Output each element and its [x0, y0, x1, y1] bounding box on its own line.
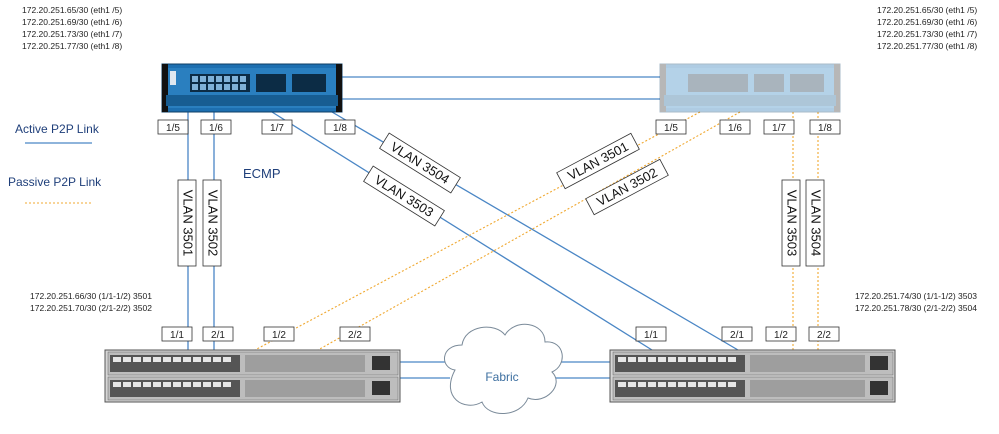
legend-passive-label: Passive P2P Link [8, 175, 102, 189]
port-label: 1/6 [728, 123, 742, 134]
switch-right-ip-list: 172.20.251.74/30 (1/1-1/2) 3503 172.20.2… [855, 291, 977, 313]
port-label: 1/8 [818, 123, 832, 134]
svg-text:VLAN 3501: VLAN 3501 [181, 190, 196, 257]
svg-text:VLAN 3503: VLAN 3503 [372, 172, 436, 220]
ip-line: 172.20.251.65/30 (eth1 /5) [877, 5, 977, 15]
fabric-label: Fabric [485, 370, 518, 384]
port-label: 1/8 [333, 123, 347, 134]
firewall-left-ip-list: 172.20.251.65/30 (eth1 /5) 172.20.251.69… [22, 5, 122, 51]
port-label: 1/5 [166, 123, 180, 134]
port-label: 1/2 [272, 330, 286, 341]
svg-text:VLAN 3501: VLAN 3501 [565, 139, 631, 183]
ip-line: 172.20.251.70/30 (2/1-2/2) 3502 [30, 303, 152, 313]
svg-text:VLAN 3504: VLAN 3504 [809, 190, 824, 257]
port-label: 1/5 [664, 123, 678, 134]
switch-right-ports: 1/1 2/1 1/2 2/2 [635, 326, 840, 342]
port-label: 1/7 [772, 123, 786, 134]
ip-line: 172.20.251.73/30 (eth1 /7) [22, 29, 122, 39]
switch-right [609, 349, 896, 403]
switch-left-ports: 1/1 2/1 1/2 2/2 [161, 326, 371, 342]
link-1-7 [271, 111, 653, 351]
port-label: 1/1 [644, 330, 658, 341]
ip-line: 172.20.251.69/30 (eth1 /6) [877, 17, 977, 27]
ip-line: 172.20.251.77/30 (eth1 /8) [877, 41, 977, 51]
svg-text:VLAN 3502: VLAN 3502 [206, 190, 221, 257]
port-label: 2/2 [348, 330, 362, 341]
port-label: 2/1 [211, 330, 225, 341]
port-label: 1/2 [774, 330, 788, 341]
svg-text:VLAN 3502: VLAN 3502 [594, 165, 660, 209]
ip-line: 172.20.251.69/30 (eth1 /6) [22, 17, 122, 27]
switch-left-ip-list: 172.20.251.66/30 (1/1-1/2) 3501 172.20.2… [30, 291, 152, 313]
firewall-right-ip-list: 172.20.251.65/30 (eth1 /5) 172.20.251.69… [877, 5, 977, 51]
fabric-cloud-icon: Fabric [444, 323, 563, 415]
ip-line: 172.20.251.65/30 (eth1 /5) [22, 5, 122, 15]
passive-links [254, 111, 819, 351]
port-label: 1/1 [170, 330, 184, 341]
port-label: 2/1 [730, 330, 744, 341]
ip-line: 172.20.251.77/30 (eth1 /8) [22, 41, 122, 51]
firewall-right-ports: 1/5 1/6 1/7 1/8 [655, 119, 841, 135]
svg-text:VLAN 3503: VLAN 3503 [785, 190, 800, 257]
legend: Active P2P Link Passive P2P Link [8, 122, 102, 204]
vlan-3501-left: VLAN 3501 [177, 179, 197, 267]
ecmp-label: ECMP [243, 166, 281, 181]
ip-line: 172.20.251.78/30 (2/1-2/2) 3504 [855, 303, 977, 313]
vlan-3503-right: VLAN 3503 [781, 179, 801, 267]
link-r-1-6 [317, 111, 741, 351]
ip-line: 172.20.251.74/30 (1/1-1/2) 3503 [855, 291, 977, 301]
legend-active-label: Active P2P Link [15, 122, 100, 136]
ip-line: 172.20.251.73/30 (eth1 /7) [877, 29, 977, 39]
switch-left [104, 349, 401, 403]
vlan-3504-right: VLAN 3504 [805, 179, 825, 267]
port-label: 1/6 [209, 123, 223, 134]
ip-line: 172.20.251.66/30 (1/1-1/2) 3501 [30, 291, 152, 301]
vlan-3502-left: VLAN 3502 [202, 179, 222, 267]
svg-text:VLAN 3504: VLAN 3504 [388, 139, 452, 187]
firewall-active [161, 63, 343, 113]
firewall-passive [659, 63, 841, 113]
firewall-left-ports: 1/5 1/6 1/7 1/8 [157, 119, 356, 135]
port-label: 1/7 [270, 123, 284, 134]
port-label: 2/2 [817, 330, 831, 341]
